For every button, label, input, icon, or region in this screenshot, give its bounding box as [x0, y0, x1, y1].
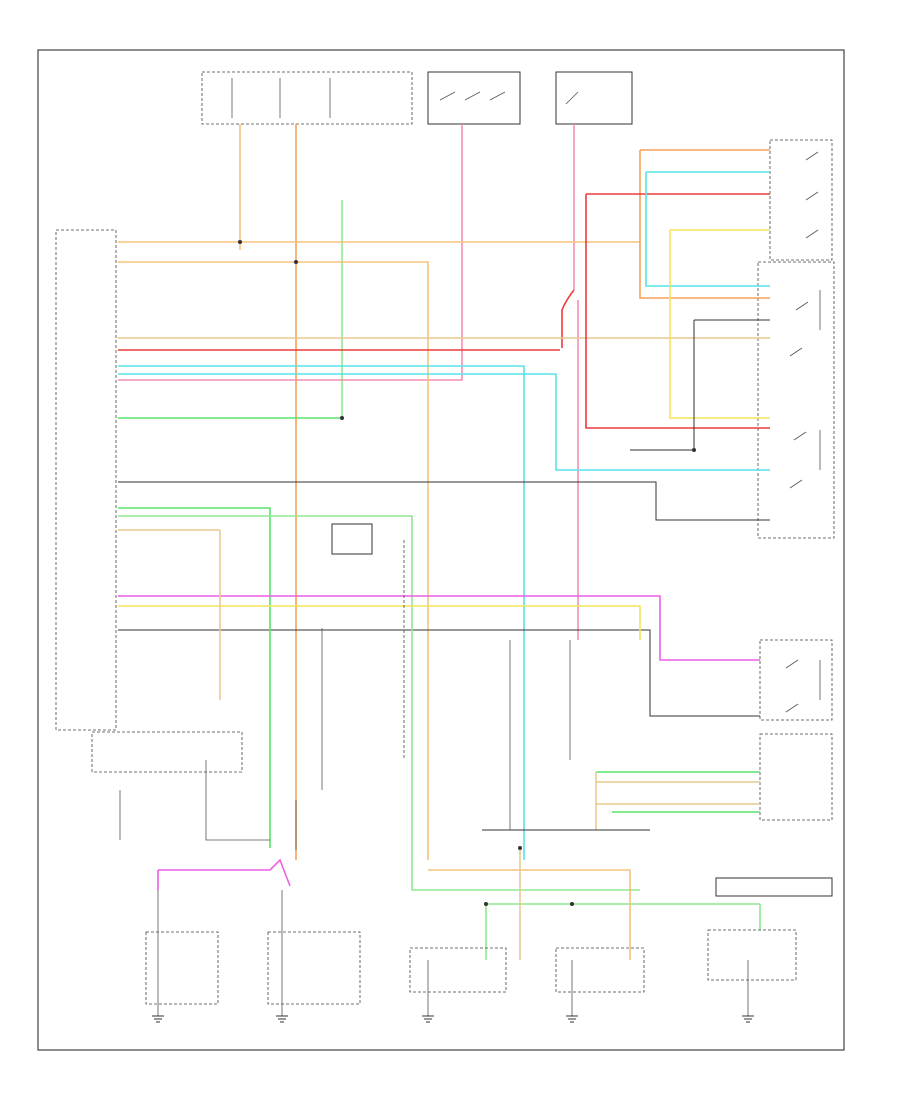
fuse-block-top-left	[201, 71, 413, 125]
wire-tan-bottom	[428, 848, 631, 960]
wire-red-row	[118, 193, 770, 429]
right-switch-block-lower	[757, 261, 835, 539]
diagram-frame	[37, 49, 845, 1051]
wire-magenta-row	[118, 595, 760, 661]
right-switch-block-bottom	[759, 639, 833, 821]
switch-contacts-right	[785, 151, 821, 713]
bottom-load-5	[707, 929, 797, 1016]
wire-tan-row-2	[118, 529, 221, 700]
ground-symbol-5	[742, 1015, 754, 1023]
wire-bottom-green-bus	[485, 903, 761, 960]
ground-symbol-1	[152, 1015, 164, 1023]
right-switch-block-upper	[769, 139, 833, 261]
junction-dots	[238, 240, 696, 906]
ground-symbol-4	[566, 1015, 578, 1023]
wire-pink-vertical-top	[118, 124, 463, 381]
ground-symbol-2	[276, 1015, 288, 1023]
ground-symbol-3	[422, 1015, 434, 1023]
wire-orange-ignition	[118, 261, 429, 860]
wire-yellow-row-2	[118, 605, 641, 640]
relay-coil-center	[331, 523, 405, 760]
right-note-box	[715, 877, 833, 897]
bottom-load-1	[145, 890, 219, 1016]
wire-cyan-row	[118, 171, 770, 860]
relay-block-top-right	[555, 71, 633, 125]
lower-left-switch-box	[91, 731, 270, 841]
control-module-left	[55, 229, 117, 731]
wire-black-right	[118, 319, 770, 717]
relay-block-top-center	[427, 71, 521, 125]
wire-orange-battery	[118, 149, 770, 299]
wire-red-vertical	[561, 124, 579, 640]
wire-green-row-2	[118, 507, 640, 891]
bottom-load-4	[555, 947, 645, 1016]
wire-lower-right-bus	[595, 771, 760, 830]
center-vertical-switch-lines	[295, 628, 323, 850]
center-junction-bar	[482, 640, 650, 831]
bottom-load-2	[267, 890, 361, 1016]
wire-pink-bottom-left	[157, 858, 291, 890]
bottom-load-3	[409, 947, 507, 1016]
wire-yellow-row	[669, 229, 770, 419]
